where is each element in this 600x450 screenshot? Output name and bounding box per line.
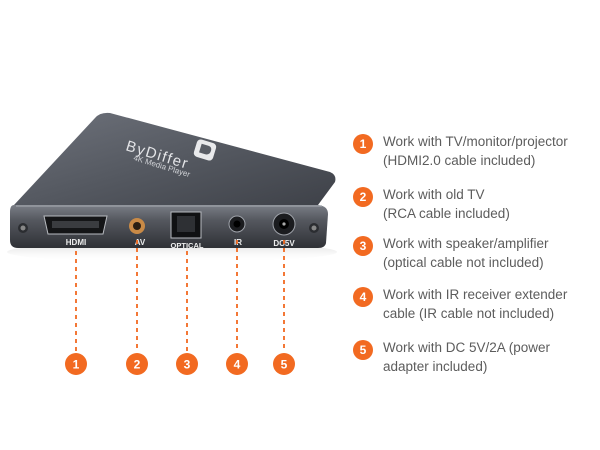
port-label-optical: OPTICAL — [171, 241, 204, 250]
svg-text:5: 5 — [281, 358, 288, 372]
svg-text:2: 2 — [134, 358, 141, 372]
feature-item-2: 2 Work with old TV (RCA cable included) — [353, 186, 600, 223]
svg-text:3: 3 — [184, 358, 191, 372]
feature-text-2: Work with old TV (RCA cable included) — [383, 187, 510, 221]
feature-text-5: Work with DC 5V/2A (power adapter includ… — [383, 340, 551, 374]
feature-number-5: 5 — [353, 340, 373, 360]
screw-right — [309, 223, 319, 233]
feature-number-4: 4 — [353, 287, 373, 307]
svg-text:1: 1 — [73, 358, 80, 372]
feature-item-3: 3 Work with speaker/amplifier (optical c… — [353, 235, 600, 272]
marker-4: 4 — [226, 353, 248, 375]
svg-text:4: 4 — [234, 358, 241, 372]
feature-number-1: 1 — [353, 134, 373, 154]
media-player-illustration: ByDiffer 4K Media Player — [7, 112, 337, 375]
marker-1: 1 — [65, 353, 87, 375]
port-label-av: AV — [135, 238, 146, 247]
screw-left — [18, 223, 28, 233]
ir-port — [228, 215, 246, 233]
dc-port — [272, 212, 296, 236]
marker-2: 2 — [126, 353, 148, 375]
feature-text-1: Work with TV/monitor/projector (HDMI2.0 … — [383, 134, 568, 168]
feature-number-2: 2 — [353, 187, 373, 207]
brand-logo — [193, 139, 217, 161]
port-label-ir: IR — [234, 238, 242, 247]
feature-number-3: 3 — [353, 236, 373, 256]
feature-text-3: Work with speaker/amplifier (optical cab… — [383, 236, 549, 270]
feature-text-4: Work with IR receiver extender cable (IR… — [383, 287, 568, 321]
port-label-hdmi: HDMI — [66, 238, 86, 247]
feature-item-5: 5 Work with DC 5V/2A (power adapter incl… — [353, 339, 600, 376]
marker-3: 3 — [176, 353, 198, 375]
marker-5: 5 — [273, 353, 295, 375]
device-top-panel — [14, 112, 336, 205]
feature-item-1: 1 Work with TV/monitor/projector (HDMI2.… — [353, 133, 600, 170]
hdmi-port — [43, 215, 108, 235]
av-port — [129, 218, 145, 234]
optical-port — [170, 211, 202, 239]
feature-item-4: 4 Work with IR receiver extender cable (… — [353, 286, 600, 323]
